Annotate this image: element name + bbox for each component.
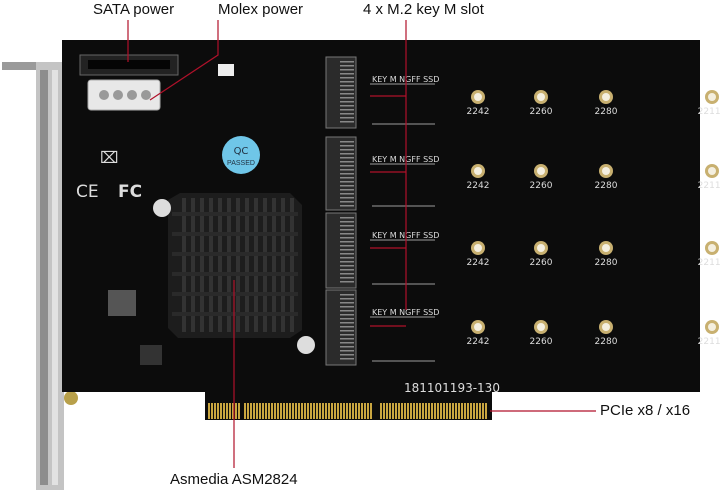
svg-text:2242: 2242 (467, 107, 490, 117)
mounting-hole-22110: 22110 (698, 164, 720, 191)
qc-passed-sticker: QC PASSED (222, 136, 260, 174)
mounting-hole-2260: 2260 (530, 164, 553, 191)
jumper-header (218, 64, 234, 76)
weee-mark: ⌧ (100, 150, 118, 167)
svg-text:QC: QC (234, 146, 249, 157)
callout-sata-power: SATA power (93, 1, 175, 18)
svg-text:2260: 2260 (530, 337, 553, 347)
slot-label: KEY M NGFF SSD (372, 308, 439, 317)
callout-molex-power: Molex power (218, 1, 304, 18)
callout-pcie: PCIe x8 / x16 (600, 402, 691, 419)
svg-text:2260: 2260 (530, 181, 553, 191)
svg-text:2280: 2280 (595, 181, 618, 191)
svg-text:2242: 2242 (467, 181, 490, 191)
mounting-hole-2260: 2260 (530, 90, 553, 117)
mounting-hole-22110: 22110 (698, 320, 720, 347)
svg-text:2242: 2242 (467, 258, 490, 268)
asm2824-heatsink (153, 193, 315, 354)
svg-text:22110: 22110 (698, 337, 720, 347)
mounting-hole-2280: 2280 (595, 320, 618, 347)
svg-text:22110: 22110 (698, 258, 720, 268)
mounting-hole-2280: 2280 (595, 241, 618, 268)
svg-text:2260: 2260 (530, 107, 553, 117)
callout-controller: Asmedia ASM2824 (170, 471, 298, 488)
mounting-hole-22110: 22110 (698, 90, 720, 117)
molex-power-connector (87, 79, 161, 111)
fc-mark: FC (118, 182, 142, 202)
mounting-hole-2280: 2280 (595, 164, 618, 191)
svg-text:PASSED: PASSED (227, 160, 255, 167)
svg-text:2242: 2242 (467, 337, 490, 347)
mounting-hole-2242: 2242 (467, 320, 490, 347)
pcie-gold-fingers (208, 403, 487, 419)
svg-text:22110: 22110 (698, 107, 720, 117)
mounting-hole-2242: 2242 (467, 90, 490, 117)
svg-text:2280: 2280 (595, 107, 618, 117)
mounting-hole-2260: 2260 (530, 241, 553, 268)
inductor (108, 290, 136, 316)
svg-text:2280: 2280 (595, 258, 618, 268)
mounting-hole-2242: 2242 (467, 241, 490, 268)
svg-text:2260: 2260 (530, 258, 553, 268)
mounting-hole-2242: 2242 (467, 164, 490, 191)
part-number: 181101193-130 (404, 381, 500, 395)
callout-m2-slot: 4 x M.2 key M slot (363, 1, 484, 18)
ce-mark: CE (76, 182, 99, 202)
mounting-hole-2260: 2260 (530, 320, 553, 347)
svg-text:2280: 2280 (595, 337, 618, 347)
mounting-hole-2280: 2280 (595, 90, 618, 117)
svg-text:22110: 22110 (698, 181, 720, 191)
m2-slot: KEY M NGFF SSD (325, 289, 439, 366)
callout-lines (127, 20, 596, 468)
mounting-hole-22110: 22110 (698, 241, 720, 268)
